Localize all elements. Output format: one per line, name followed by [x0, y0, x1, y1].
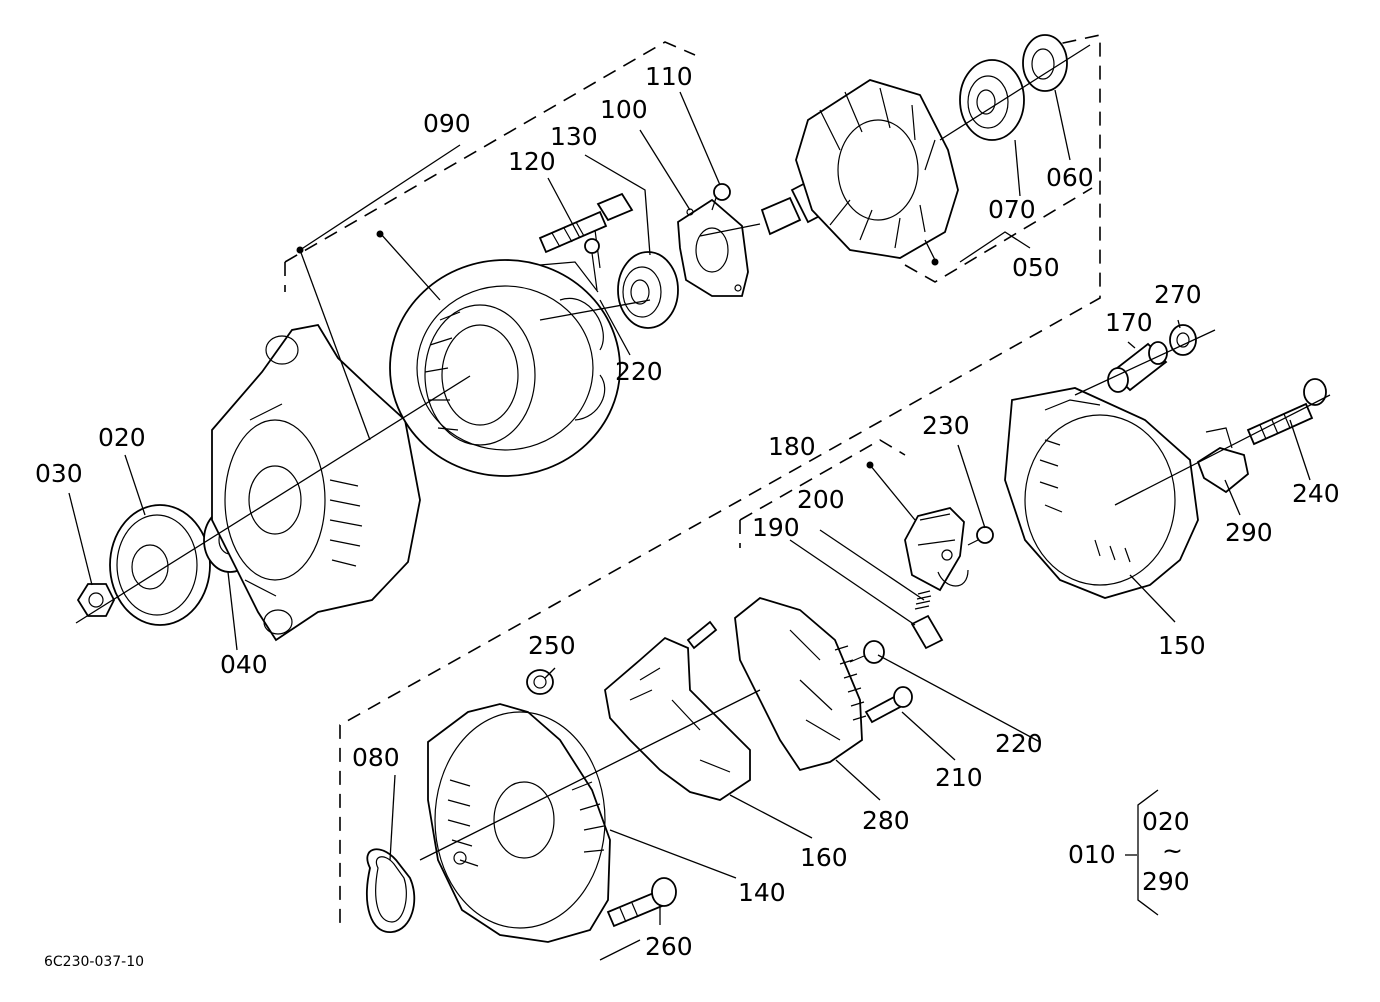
leader-lines: [68, 89, 1311, 925]
part-pulley-020: [109, 504, 211, 626]
callout-labels: 030 020 040 090 120 130 100 110 220 070 …: [35, 62, 1340, 961]
part-screw-230: [967, 526, 994, 546]
assembly-to-label: 290: [1142, 867, 1190, 896]
part-bolt-120: [538, 192, 634, 254]
part-plate-100: [677, 198, 749, 297]
part-screw-220-bottom: [849, 640, 885, 664]
callout-110: 110: [645, 62, 693, 91]
part-rear-cover-150: [1004, 387, 1199, 599]
part-bolt-260: [606, 877, 677, 928]
part-bolt-240: [1246, 378, 1327, 446]
callout-120: 120: [508, 147, 556, 176]
callout-050: 050: [1012, 253, 1060, 282]
callout-210: 210: [935, 763, 983, 792]
part-spring-200: [914, 590, 932, 610]
assembly-range: 010 020 ~ 290: [1068, 789, 1190, 916]
callout-180: 180: [768, 432, 816, 461]
callout-140: 140: [738, 878, 786, 907]
part-rear-bracket-140: [427, 703, 611, 943]
part-cap-290: [1196, 427, 1249, 494]
callout-260: 260: [645, 932, 693, 961]
part-washer-060: [1022, 34, 1068, 92]
assembly-from-label: 020: [1142, 807, 1190, 836]
drawing-code: 6C230-037-10: [44, 954, 144, 970]
part-stator: [389, 229, 621, 477]
part-screw-210: [864, 686, 913, 724]
callout-190: 190: [752, 513, 800, 542]
callout-200: 200: [797, 485, 845, 514]
part-rectifier-160: [604, 620, 751, 801]
callout-020: 020: [98, 423, 146, 452]
part-bearing-070: [959, 59, 1025, 141]
part-regulator-280: [734, 597, 867, 772]
group-boundaries: [284, 34, 1101, 930]
group-dots: [296, 230, 939, 469]
part-rotor-050: [760, 79, 959, 259]
callout-080: 080: [352, 743, 400, 772]
callout-280: 280: [862, 806, 910, 835]
part-front-bracket: [211, 323, 421, 642]
callout-040: 040: [220, 650, 268, 679]
part-screw-110: [711, 183, 731, 211]
callout-170: 170: [1105, 308, 1153, 337]
part-brush-holder-180: [904, 507, 969, 592]
callout-220-upper: 220: [615, 357, 663, 386]
assembly-set-label: 010: [1068, 840, 1116, 869]
part-bearing-130: [617, 251, 679, 329]
callout-100: 100: [600, 95, 648, 124]
callout-090: 090: [423, 109, 471, 138]
assembly-tilde: ~: [1162, 836, 1183, 865]
callout-240: 240: [1292, 479, 1340, 508]
callout-130: 130: [550, 122, 598, 151]
callout-160: 160: [800, 843, 848, 872]
callout-030: 030: [35, 459, 83, 488]
part-screw-220-top: [584, 238, 600, 291]
callout-230: 230: [922, 411, 970, 440]
callout-220-lower: 220: [995, 729, 1043, 758]
part-brush-190: [910, 614, 944, 650]
part-gasket-080: [366, 848, 416, 933]
callout-070: 070: [988, 195, 1036, 224]
callout-270: 270: [1154, 280, 1202, 309]
axis-lines: [75, 44, 1331, 961]
callout-150: 150: [1158, 631, 1206, 660]
callout-250: 250: [528, 631, 576, 660]
callout-290: 290: [1225, 518, 1273, 547]
callout-060: 060: [1046, 163, 1094, 192]
part-spacer-170: [1107, 341, 1168, 393]
